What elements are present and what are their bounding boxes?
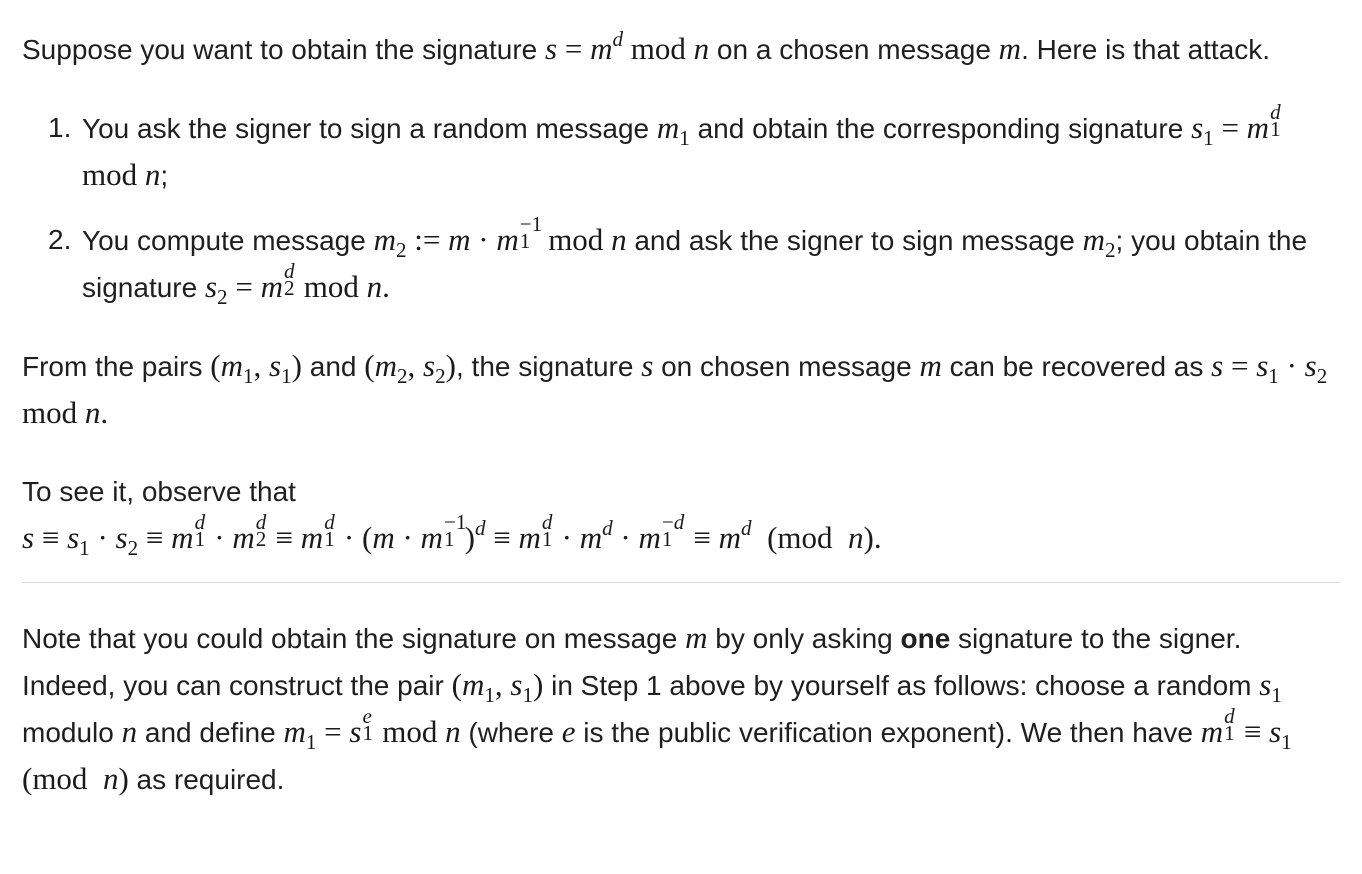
note-text: as required. [128, 764, 285, 795]
recovery-paragraph: From the pairs (m1, s1) and (m2, s2), th… [22, 343, 1340, 437]
math-message: m [919, 348, 942, 383]
step-text: ; you obtain the signature [82, 225, 1308, 303]
math-modulus: n [121, 714, 138, 749]
math-exponent: e [561, 714, 576, 749]
step-number: 2. [48, 224, 72, 255]
math-pair-1: (m1, s1) [210, 348, 302, 388]
attack-steps: 1. You ask the signer to sign a random me… [22, 99, 1340, 311]
math-signature: s [641, 348, 654, 383]
note-text: signature to the signer. Indeed, you can… [22, 623, 1242, 701]
step-text: You compute message [82, 225, 374, 256]
intro-text: . Here is that attack. [1021, 34, 1271, 65]
step-item: 1. You ask the signer to sign a random me… [48, 99, 1281, 192]
step-text: You ask the signer to sign a random mess… [82, 113, 657, 144]
section-divider [22, 582, 1340, 583]
note-text: is the public verification exponent). We… [575, 717, 1201, 748]
step-number: 1. [48, 112, 72, 143]
math-recovery-formula: s = s1 · s2 mod n. [22, 348, 1328, 430]
math-pair-2: (m2, s2) [364, 348, 456, 388]
proof-text: To see it, observe that [22, 476, 296, 507]
note-bold-text: one [900, 623, 951, 654]
note-text: by only asking [707, 623, 901, 654]
math-signature-definition: s = md mod n [545, 26, 710, 66]
recovery-text: on chosen message [653, 351, 920, 382]
math-pair-1: (m1, s1) [451, 667, 544, 707]
math-m1: m1 [656, 110, 690, 150]
math-message: m [685, 620, 708, 655]
intro-paragraph: Suppose you want to obtain the signature… [22, 26, 1340, 73]
note-text: modulo [22, 717, 122, 748]
intro-text: on a chosen message [709, 34, 999, 65]
note-text: in Step 1 above by yourself as follows: … [543, 670, 1260, 701]
note-text: Note that you could obtain the signature… [22, 623, 686, 654]
math-s1: s1 [1259, 667, 1282, 707]
math-message: m [998, 31, 1022, 66]
recovery-text: From the pairs [22, 351, 211, 382]
step-text: and ask the signer to sign message [626, 225, 1083, 256]
note-text: (where [460, 717, 562, 748]
answer-content: Suppose you want to obtain the signature… [22, 26, 1340, 803]
intro-text: Suppose you want to obtain the signature [22, 34, 546, 65]
recovery-text: can be recovered as [941, 351, 1212, 382]
recovery-text: and [302, 351, 365, 382]
note-paragraph: Note that you could obtain the signature… [22, 615, 1340, 803]
math-m2: m2 [1082, 222, 1116, 262]
recovery-text: , the signature [456, 351, 642, 382]
note-text: and define [137, 717, 284, 748]
step-text: and obtain the corresponding signature [689, 113, 1192, 144]
